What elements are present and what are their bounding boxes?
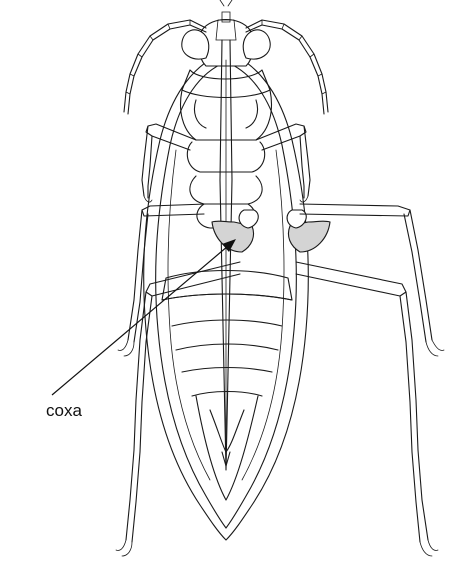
rostrum xyxy=(220,40,232,470)
abdomen xyxy=(162,271,292,501)
head xyxy=(182,0,270,66)
left-eye-icon xyxy=(182,30,209,59)
left-midleg xyxy=(118,204,206,356)
right-eye-icon xyxy=(243,30,270,59)
coxa-label: coxa xyxy=(46,401,82,420)
pointer-line xyxy=(52,246,228,395)
right-hindleg xyxy=(296,262,438,556)
left-hindleg xyxy=(116,262,240,556)
